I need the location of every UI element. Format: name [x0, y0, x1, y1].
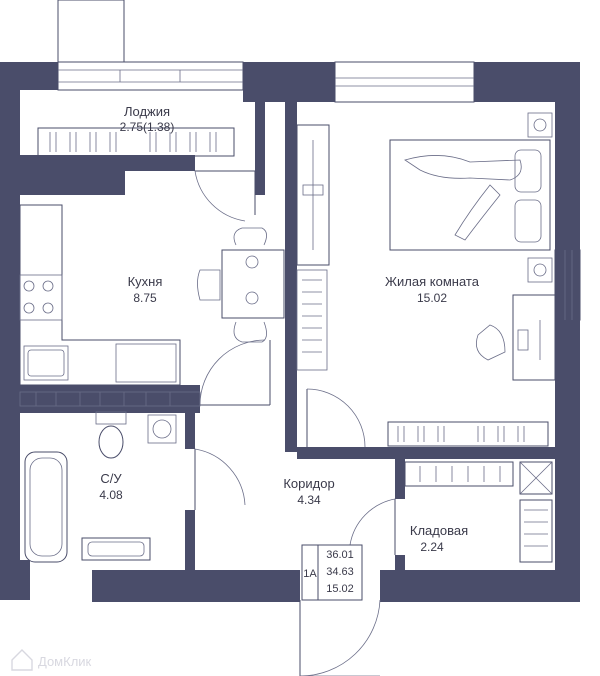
dining-table	[197, 227, 285, 343]
bathroom-fixtures	[24, 411, 177, 563]
toilet	[98, 425, 124, 459]
loggia-radiators	[37, 127, 235, 157]
corridor-window	[127, 577, 247, 593]
balcony-door	[57, 0, 125, 63]
house-icon	[11, 649, 33, 671]
living-area: 15.02	[417, 291, 447, 305]
summary-box: 1А 36.01 34.63 15.02	[301, 544, 363, 601]
windows	[57, 61, 581, 593]
loggia-name: Лоджия	[124, 104, 170, 119]
kitchen-name: Кухня	[128, 274, 163, 289]
kitchen-counter	[19, 204, 181, 386]
bathroom-area: 4.08	[99, 488, 123, 502]
living-radiator	[387, 421, 549, 447]
storage-window	[404, 577, 556, 593]
corridor-area: 4.34	[297, 493, 321, 507]
storage-name: Кладовая	[410, 523, 468, 538]
watermark-text: ДомКлик	[38, 654, 92, 669]
loggia-window	[57, 61, 244, 91]
washing-machine	[147, 414, 177, 444]
total-area: 36.01	[326, 549, 354, 561]
storage-area: 2.24	[420, 540, 444, 554]
bathtub	[24, 451, 68, 563]
room-labels: Лоджия 2.75(1.38) Кухня 8.75 Жилая комна…	[99, 104, 479, 554]
bathroom-name: С/У	[100, 471, 122, 486]
walls	[0, 62, 580, 602]
toilet-tank	[95, 411, 127, 425]
desk	[475, 294, 556, 381]
washbasin	[81, 537, 151, 561]
wardrobe-left	[296, 124, 330, 266]
kitchen-area: 8.75	[133, 291, 157, 305]
storage-shelves	[404, 461, 553, 563]
living-area-total: 15.02	[326, 583, 354, 595]
bed	[389, 112, 553, 283]
living-window	[334, 61, 475, 103]
watermark: ДомКлик	[11, 649, 92, 671]
living-name: Жилая комната	[385, 274, 480, 289]
tv-stand	[296, 269, 328, 371]
kitchen-shelves	[19, 391, 201, 407]
apartment-type: 1А	[303, 568, 317, 580]
living-side-window	[554, 249, 581, 321]
loggia-area: 2.75(1.38)	[120, 120, 175, 134]
corridor-name: Коридор	[283, 476, 334, 491]
area-without-loggia: 34.63	[326, 566, 354, 578]
doors	[194, 170, 396, 676]
